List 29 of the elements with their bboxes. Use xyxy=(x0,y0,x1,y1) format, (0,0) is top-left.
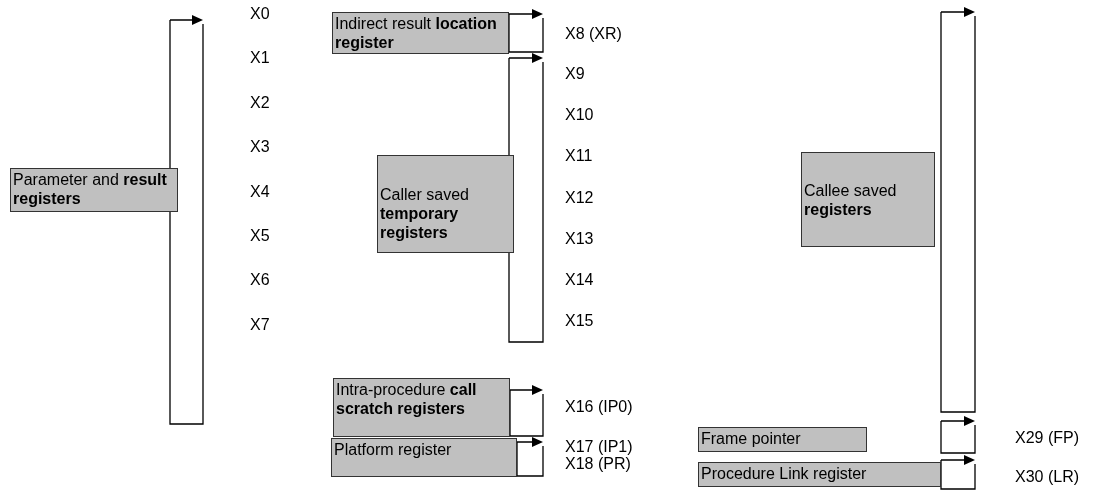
label-box: Procedure Link register xyxy=(698,462,941,487)
label-box: Callee saved registers xyxy=(801,152,935,247)
label-box: Frame pointer xyxy=(698,427,867,452)
register-name: X18 (PR) xyxy=(565,455,631,473)
label-box: Intra-procedure call scratch registers xyxy=(333,378,510,437)
label-box: Indirect result location register xyxy=(332,12,509,54)
register-name: X10 xyxy=(565,105,594,125)
register-name: X15 xyxy=(565,311,594,331)
register-name: X29 (FP) xyxy=(1015,428,1079,447)
label-box: Platform register xyxy=(331,438,517,477)
register-name: X3 xyxy=(250,137,270,157)
register-name: X7 xyxy=(250,314,270,334)
register-name: X11 xyxy=(565,146,593,166)
label-box: Parameter and result registers xyxy=(10,168,178,212)
register-name: X30 (LR) xyxy=(1015,467,1080,486)
label-box: Caller saved temporary registers xyxy=(377,155,514,253)
register-name: X6 xyxy=(250,270,270,290)
register-name: X12 xyxy=(565,187,594,207)
register-name: X4 xyxy=(250,181,270,201)
register-name: X17 (IP1) xyxy=(565,437,633,456)
register-name: X5 xyxy=(250,226,270,245)
register-name: X0 xyxy=(250,4,270,23)
register-name: X14 xyxy=(565,270,594,289)
register-name: X16 (IP0) xyxy=(565,397,633,416)
register-name: X9 xyxy=(565,64,585,83)
register-name: X2 xyxy=(250,92,270,112)
register-name: X1 xyxy=(250,48,270,68)
register-name: X8 (XR) xyxy=(565,24,622,43)
register-name: X13 xyxy=(565,228,594,248)
